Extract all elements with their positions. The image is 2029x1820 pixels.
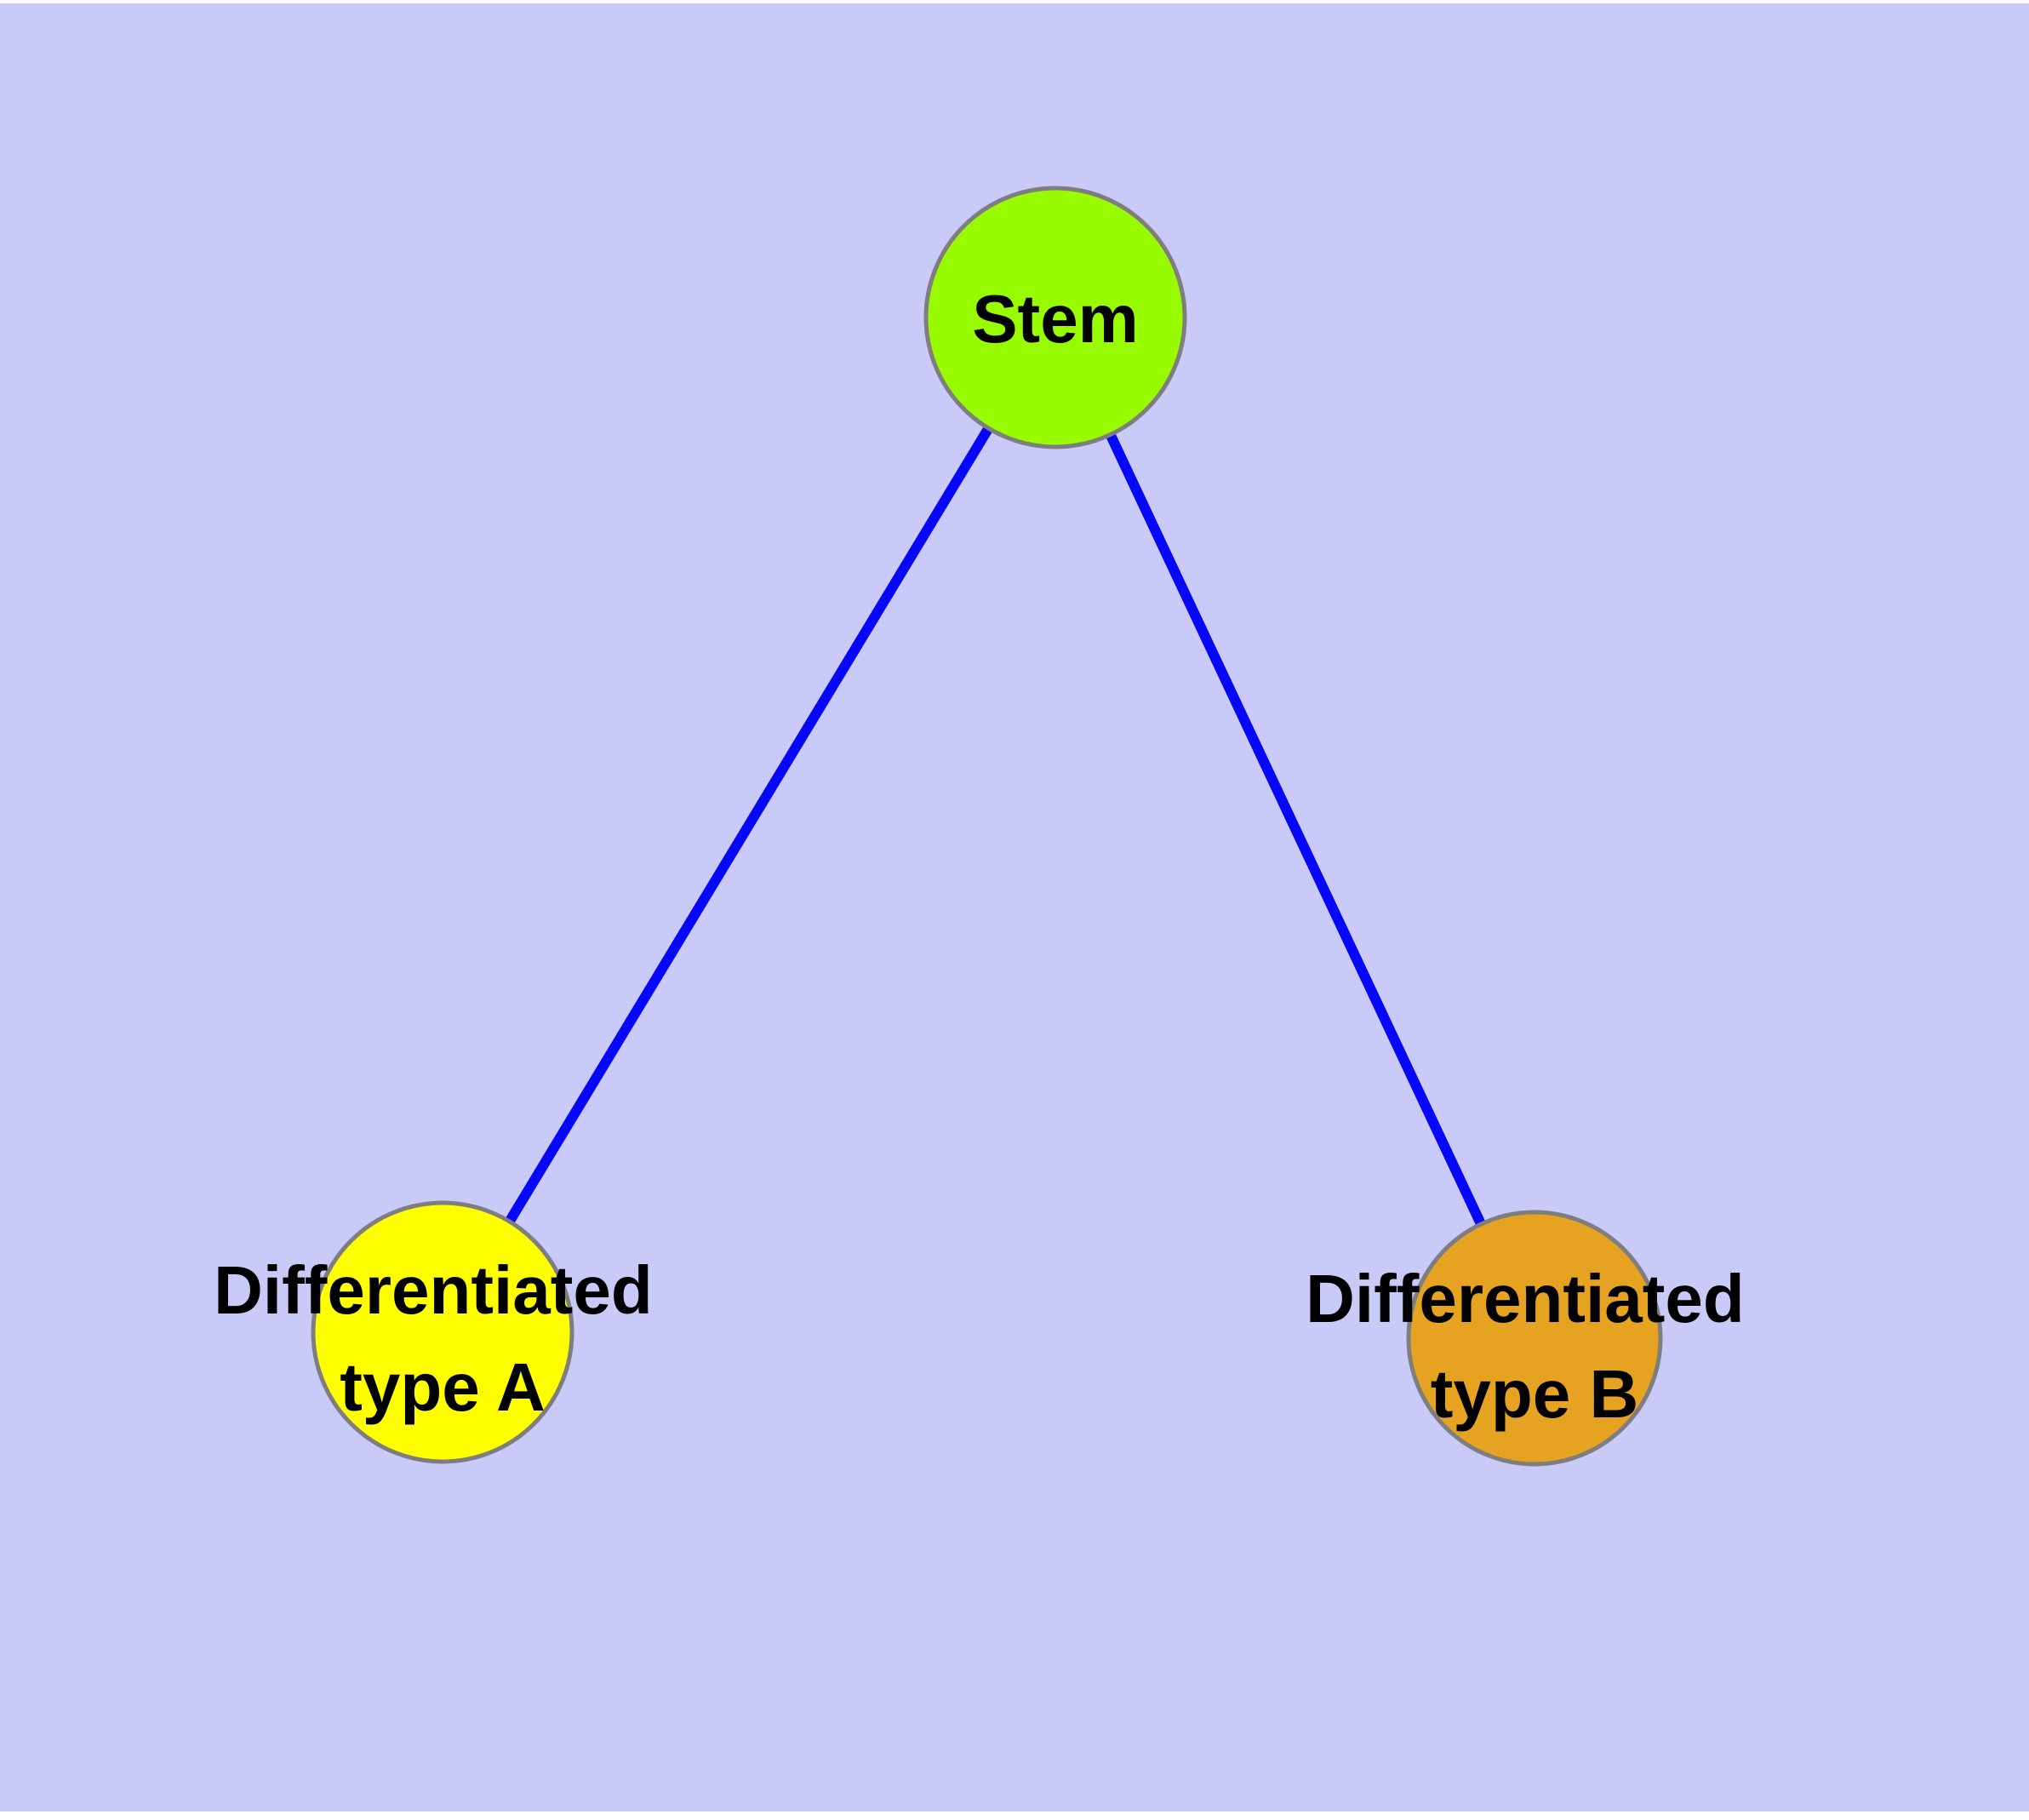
node-type-b-label-line-2: type B xyxy=(1431,1356,1639,1432)
node-stem: Stem xyxy=(923,186,1187,449)
node-type-b-label-line-1: Differentiated xyxy=(1306,1261,1745,1336)
node-type-a-label-line-2: type A xyxy=(340,1349,546,1425)
node-stem-label-line: Stem xyxy=(972,281,1139,357)
node-type-b-circle xyxy=(1406,1210,1663,1467)
node-differentiated-type-a: Differentiated type A xyxy=(214,1200,672,1464)
edge-stem-to-type-a xyxy=(437,314,1060,1336)
node-stem-circle xyxy=(923,186,1187,449)
node-type-a-label-line-1: Differentiated xyxy=(214,1252,653,1328)
node-stem-label: Stem xyxy=(972,281,1139,357)
node-type-a-circle xyxy=(311,1200,574,1464)
node-type-a-label: Differentiated type A xyxy=(214,1252,672,1425)
node-differentiated-type-b: Differentiated type B xyxy=(1306,1210,1763,1467)
edge-stem-to-type-b xyxy=(1050,315,1540,1341)
node-type-b-label: Differentiated type B xyxy=(1306,1261,1763,1432)
